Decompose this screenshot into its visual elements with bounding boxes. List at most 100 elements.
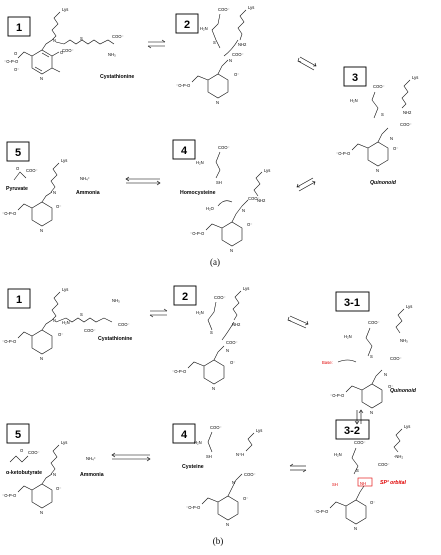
arrow-a-45: [125, 176, 161, 186]
svg-text:COO⁻: COO⁻: [214, 295, 226, 300]
step-box-a-1: 1: [7, 16, 31, 37]
base-label: Base:: [322, 360, 333, 365]
arrow-b-45: [111, 452, 151, 462]
structure-a-4: COO⁻ H₂N SH Homocysteine Lys NH2 H₂O N N…: [180, 145, 270, 253]
structure-b-1: Lys N N O⁻ ⁻O-P-O S COO⁻ NH₃ H₂N COO⁻ Cy…: [2, 287, 132, 361]
svg-text:COO⁻: COO⁻: [354, 440, 366, 445]
svg-text:N: N: [242, 208, 245, 213]
panel-label-a: (a): [210, 257, 220, 267]
svg-text:N: N: [40, 76, 43, 81]
nh-label: NH: [360, 481, 366, 486]
svg-text:⁻O-P-O: ⁻O-P-O: [2, 493, 17, 498]
svg-text:2: 2: [184, 19, 190, 31]
equilibrium-arrow-b-12: [149, 308, 168, 318]
svg-text:H₂N: H₂N: [350, 98, 358, 103]
svg-text:NH₄⁺: NH₄⁺: [80, 176, 90, 181]
svg-text:S: S: [381, 112, 384, 117]
svg-text:COO⁻: COO⁻: [373, 84, 385, 89]
svg-text:COO⁻: COO⁻: [248, 196, 260, 201]
svg-text:O⁻: O⁻: [230, 360, 235, 365]
equilibrium-arrow-b-32-4: [289, 463, 307, 473]
svg-text:COO⁻: COO⁻: [28, 450, 40, 455]
minus-nh2-label: -NH₂: [394, 454, 403, 459]
svg-text:4: 4: [181, 429, 188, 441]
svg-text:NH₄⁺: NH₄⁺: [86, 456, 96, 461]
svg-text:S: S: [80, 36, 83, 41]
step-box-b-3-2: 3-2: [335, 419, 370, 440]
panel-a: 1 2 3 4 5 Lys N N: [2, 5, 418, 267]
step-box-a-3: 3: [343, 66, 367, 87]
svg-text:NH₃: NH₃: [112, 298, 120, 303]
svg-text:H₂N: H₂N: [196, 160, 204, 165]
structure-b-3-1: Lys NH₃ COO⁻ H₂N S Base: COO⁻ N N O⁻ ⁻O-…: [322, 304, 417, 415]
svg-text:N: N: [40, 228, 43, 233]
svg-text:COO⁻: COO⁻: [390, 356, 402, 361]
svg-text:NH2: NH2: [232, 322, 241, 327]
svg-text:O: O: [14, 51, 18, 56]
svg-text:N: N: [229, 58, 232, 63]
svg-text:COO⁻: COO⁻: [232, 52, 244, 57]
svg-text:O⁻: O⁻: [393, 146, 398, 151]
structure-a-1: Lys N N O⁻ ⁻O-P-O O O⁻ S COO⁻ NH₃ COO⁻ C…: [4, 7, 134, 81]
svg-text:SH: SH: [216, 180, 222, 185]
svg-text:3-1: 3-1: [344, 297, 360, 309]
svg-text:N: N: [53, 472, 56, 477]
svg-text:COO⁻: COO⁻: [218, 7, 230, 12]
svg-text:5: 5: [15, 429, 21, 441]
structure-a-3: Lys NH2 COO⁻ H₂N S COO⁻ N N O⁻ ⁻O-P-O Qu…: [336, 75, 418, 186]
svg-text:Lys: Lys: [243, 286, 249, 291]
svg-text:O: O: [20, 448, 24, 453]
svg-text:COO⁻: COO⁻: [244, 472, 256, 477]
svg-text:N: N: [390, 136, 393, 141]
svg-text:COO⁻: COO⁻: [218, 145, 230, 150]
svg-text:Lys: Lys: [61, 158, 67, 163]
name-b-3-1: Quinonoid: [390, 388, 417, 394]
svg-text:N: N: [232, 480, 235, 485]
svg-text:Lys: Lys: [404, 424, 410, 429]
svg-text:H₂N: H₂N: [196, 310, 204, 315]
svg-text:N: N: [53, 190, 56, 195]
step-box-b-4: 4: [172, 423, 196, 444]
svg-text:O: O: [16, 166, 20, 171]
equilibrium-arrow-a-23: [297, 56, 317, 71]
svg-text:O⁻: O⁻: [243, 496, 248, 501]
svg-text:NH₃: NH₃: [108, 52, 116, 57]
svg-text:N: N: [53, 38, 56, 43]
svg-text:O⁻: O⁻: [388, 384, 393, 389]
svg-text:Lys: Lys: [406, 304, 412, 309]
sh-label: SH: [332, 482, 338, 487]
svg-text:⁻O-P-O: ⁻O-P-O: [176, 83, 191, 88]
svg-text:N: N: [212, 386, 215, 391]
svg-text:3: 3: [352, 72, 358, 84]
svg-text:O⁻: O⁻: [58, 332, 63, 337]
name-a-5: Pyruvate: [6, 186, 28, 192]
svg-text:Lys: Lys: [62, 287, 68, 292]
svg-text:Lys: Lys: [61, 440, 67, 445]
svg-text:N⁺H: N⁺H: [236, 452, 244, 457]
svg-text:Lys: Lys: [412, 75, 418, 80]
svg-text:H₂N: H₂N: [62, 320, 70, 325]
svg-text:Lys: Lys: [264, 168, 270, 173]
step-box-a-5: 5: [6, 141, 30, 162]
lys-label: Lys: [62, 7, 68, 12]
svg-text:N: N: [384, 372, 387, 377]
step-box-a-4: 4: [172, 139, 196, 160]
svg-text:NH2: NH2: [257, 198, 266, 203]
svg-text:3-2: 3-2: [344, 425, 360, 437]
equilibrium-arrow-b-23: [287, 315, 309, 329]
svg-text:2: 2: [182, 291, 188, 303]
svg-text:O⁻: O⁻: [234, 72, 239, 77]
svg-text:S: S: [210, 330, 213, 335]
svg-text:1: 1: [16, 294, 22, 306]
svg-text:O⁻: O⁻: [60, 50, 65, 55]
extra-b-5: Ammonia: [80, 472, 104, 478]
svg-text:N: N: [230, 248, 233, 253]
svg-text:⁻O-P-O: ⁻O-P-O: [172, 369, 187, 374]
svg-text:NH2: NH2: [403, 110, 412, 115]
svg-text:COO⁻: COO⁻: [26, 168, 38, 173]
svg-text:⁻O-P-O: ⁻O-P-O: [336, 151, 351, 156]
svg-text:N: N: [354, 526, 357, 531]
svg-text:H₂N: H₂N: [194, 440, 202, 445]
